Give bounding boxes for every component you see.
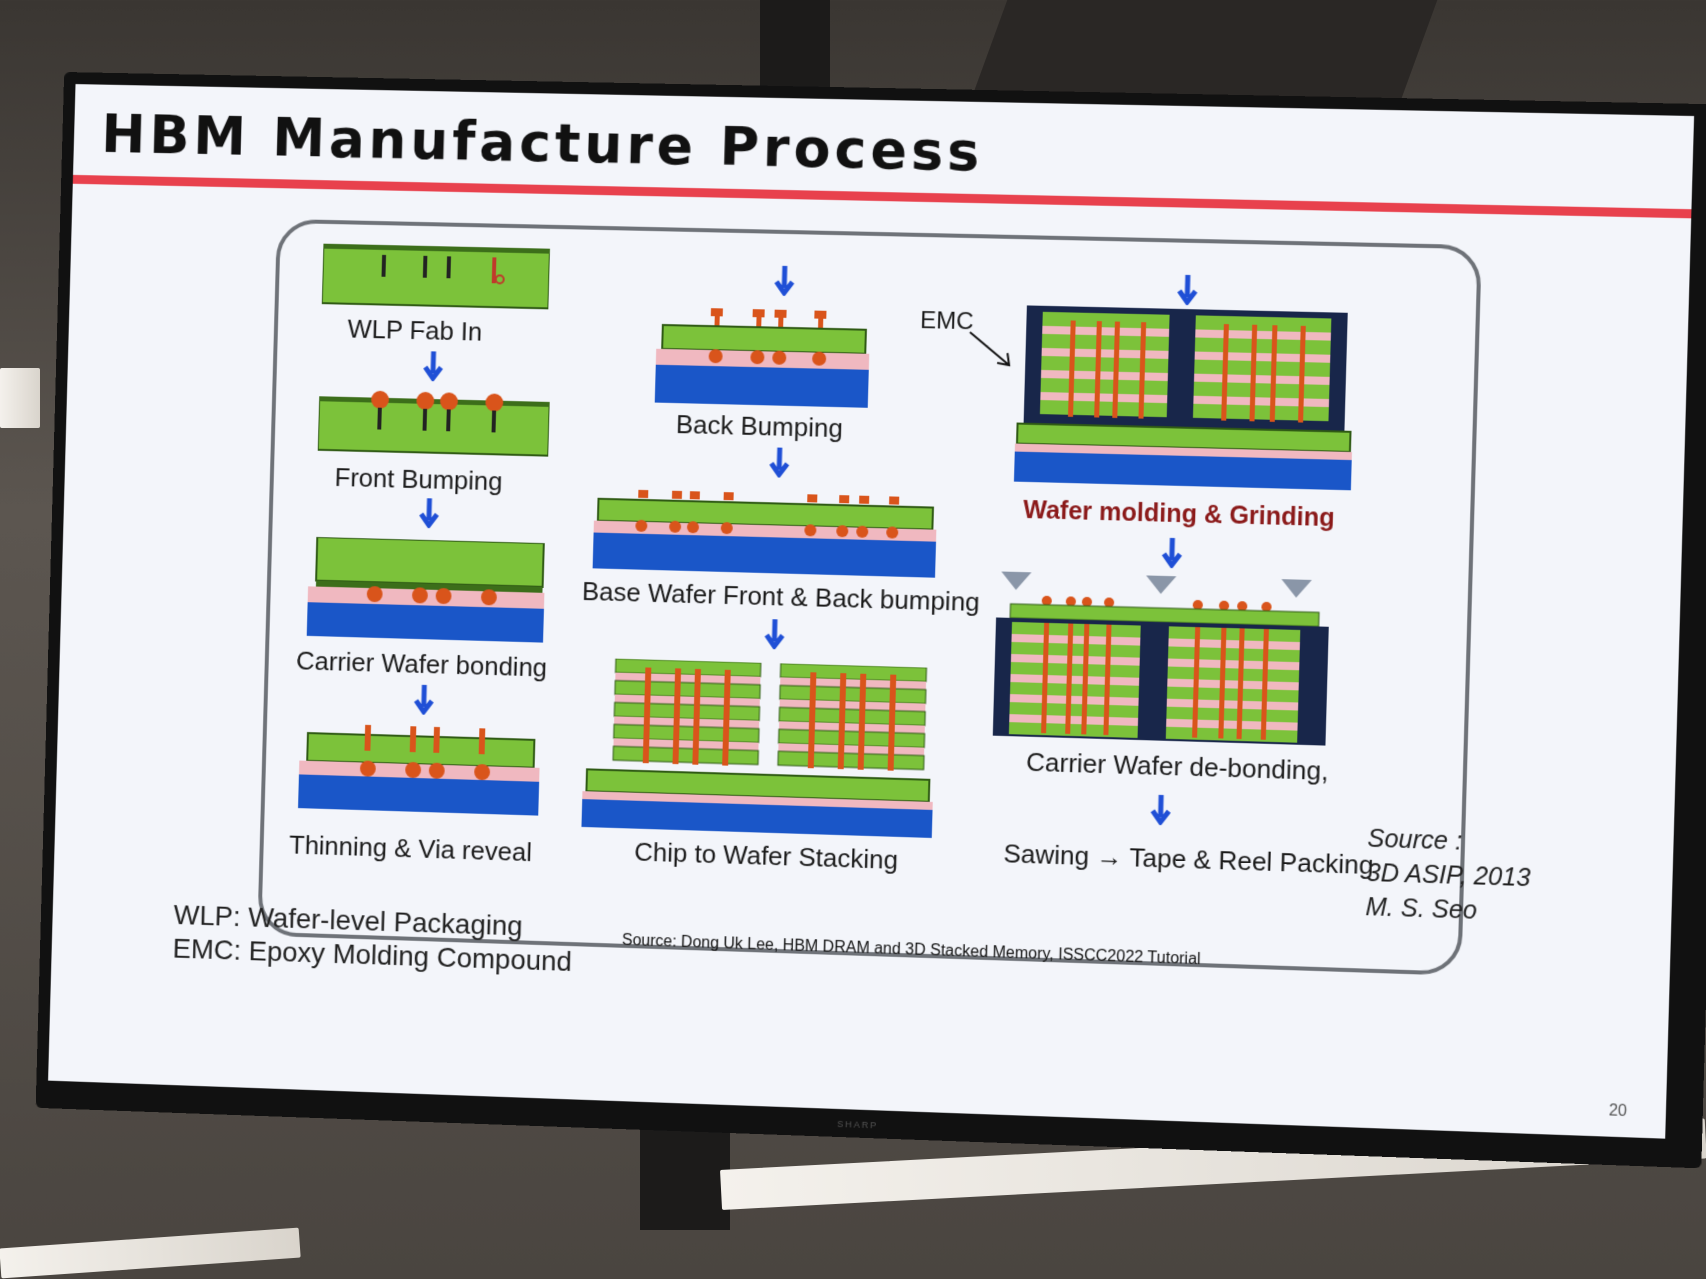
carrier-wafer-bonding-diagram [306, 537, 546, 643]
die-stack-left [613, 659, 761, 767]
arrow-down-icon [1160, 538, 1183, 569]
page-number: 20 [1608, 1102, 1628, 1121]
source-line-1: Source : [1367, 824, 1463, 856]
wafer-molding-grinding-diagram [1013, 305, 1356, 491]
arrow-down-icon [413, 685, 435, 715]
slide: HBM Manufacture Process WLP Fab In Front… [48, 84, 1695, 1139]
arrow-down-icon [768, 447, 791, 478]
ceiling-light-bottom-left [0, 1227, 301, 1279]
monitor: HBM Manufacture Process WLP Fab In Front… [35, 72, 1706, 1169]
step-caption-front-bumping: Front Bumping [334, 462, 503, 497]
wlp-fab-in-diagram [322, 240, 550, 311]
arrow-down-icon [1149, 795, 1172, 826]
source-line-2: 3D ASIP, 2013 [1366, 858, 1531, 893]
step-caption-back-bumping: Back Bumping [675, 409, 844, 444]
arrow-down-icon [422, 351, 444, 381]
step-caption-wlp-fab-in: WLP Fab In [347, 313, 483, 347]
title-rule [72, 174, 1692, 219]
thinning-via-reveal-diagram [298, 724, 540, 816]
source-line-3: M. S. Seo [1365, 892, 1478, 925]
die-stack-right [778, 663, 927, 771]
arrow-down-icon [773, 266, 796, 296]
front-bumping-diagram [318, 390, 550, 457]
back-bumping-diagram [654, 308, 871, 408]
ceiling-light-left [0, 368, 40, 428]
base-wafer-bumping-diagram [592, 489, 938, 578]
molded-stack-left [1039, 311, 1170, 419]
emc-label: EMC [919, 306, 974, 336]
arrow-down-icon [763, 619, 786, 650]
monitor-brand-logo: SHARP [837, 1118, 879, 1131]
chip-to-wafer-stacking-diagram [581, 658, 936, 838]
emc-pointer-arrow [967, 330, 1016, 371]
saw-blade-markers [1000, 571, 1312, 599]
monitor-mount-bottom [640, 1120, 730, 1230]
source-citation-italic: Source : 3D ASIP, 2013 M. S. Seo [1365, 821, 1532, 929]
arrow-down-icon [1176, 275, 1199, 306]
carrier-debonding-diagram [992, 571, 1329, 746]
molded-stack-right [1192, 315, 1332, 423]
arrow-down-icon [418, 498, 440, 528]
slide-title: HBM Manufacture Process [100, 102, 985, 184]
